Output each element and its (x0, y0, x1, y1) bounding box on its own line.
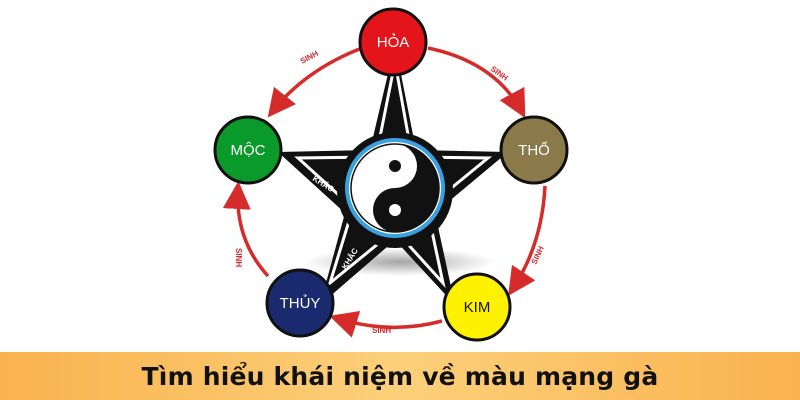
node-label: THỦY (280, 294, 321, 312)
node-label: MỘC (231, 142, 266, 159)
yin-yang-icon (345, 138, 445, 238)
five-elements-diagram: KHẮC KHẮC KHẮC KHẮC KHẮC SINH SINH SINH … (213, 7, 569, 342)
caption-text: Tìm hiểu khái niệm về màu mạng gà (141, 361, 659, 391)
khac-label: KHẮC (442, 228, 462, 253)
sinh-label: SINH (489, 64, 510, 82)
node-tho: THỔ (499, 115, 569, 185)
khac-label: KHẮC (444, 143, 467, 152)
generating-arrows (222, 46, 547, 338)
node-hoa: HỎA (358, 7, 428, 77)
node-label: KIM (464, 299, 491, 316)
sinh-arrow (427, 46, 526, 119)
sinh-arrow (267, 46, 363, 118)
node-thuy: THỦY (265, 268, 335, 338)
sinh-arrow (222, 181, 270, 278)
sinh-label: SINH (372, 326, 391, 335)
sinh-label: SINH (299, 49, 320, 66)
node-kim: KIM (442, 272, 512, 342)
node-label: THỔ (518, 141, 550, 159)
node-label: HỎA (377, 33, 410, 51)
sinh-arrow (508, 185, 547, 296)
node-moc: MỘC (213, 115, 283, 185)
caption-banner: Tìm hiểu khái niệm về màu mạng gà (0, 352, 800, 400)
sinh-arrow (329, 310, 443, 338)
element-nodes: HỎA THỔ KIM THỦY MỘC (213, 7, 569, 342)
sinh-label: SINH (234, 248, 243, 267)
